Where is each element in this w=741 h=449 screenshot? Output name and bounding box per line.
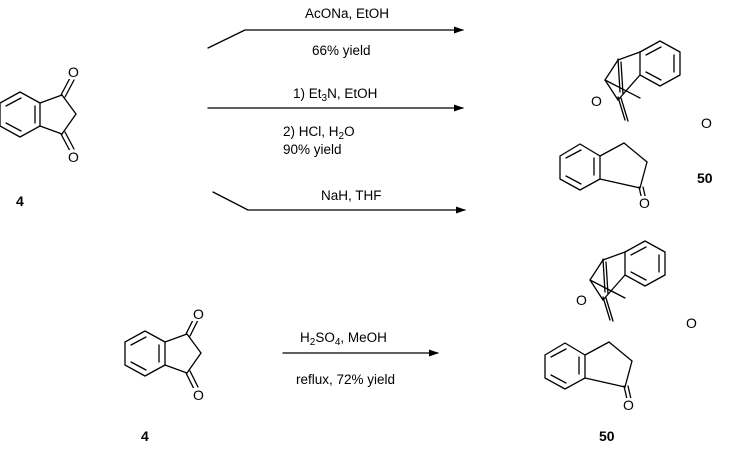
route-2-yield: 90% yield <box>283 142 342 157</box>
bindone-bottom <box>544 240 666 400</box>
oxygen-atom: O <box>685 315 698 331</box>
compound-number: 50 <box>599 428 615 444</box>
oxygen-atom: O <box>575 292 588 308</box>
bindone-top <box>559 40 681 201</box>
route-2-step-2: 2) HCl, H2O <box>283 124 355 142</box>
arrow-route-1 <box>207 26 464 49</box>
route-1-yield: 66% yield <box>312 43 371 58</box>
compound-number: 50 <box>697 170 713 186</box>
indandione-top <box>0 77 77 152</box>
oxygen-atom: O <box>700 115 713 131</box>
route-2-step-1: 1) Et3N, EtOH <box>293 86 378 104</box>
compound-number: 4 <box>141 428 149 444</box>
oxygen-atom: O <box>192 387 205 403</box>
oxygen-atom: O <box>192 306 205 322</box>
oxygen-atom: O <box>67 64 80 80</box>
bottom-conditions: reflux, 72% yield <box>296 372 396 387</box>
arrow-route-3 <box>212 191 466 214</box>
indandione-bottom <box>124 317 202 390</box>
oxygen-atom: O <box>638 195 651 211</box>
oxygen-atom: O <box>590 93 603 109</box>
compound-number: 4 <box>16 193 24 209</box>
oxygen-atom: O <box>622 397 635 413</box>
route-1-reagents: AcONa, EtOH <box>305 6 390 21</box>
route-3-reagents: NaH, THF <box>321 188 382 203</box>
bottom-reagents: H2SO4, MeOH <box>300 330 387 348</box>
oxygen-atom: O <box>67 149 80 165</box>
